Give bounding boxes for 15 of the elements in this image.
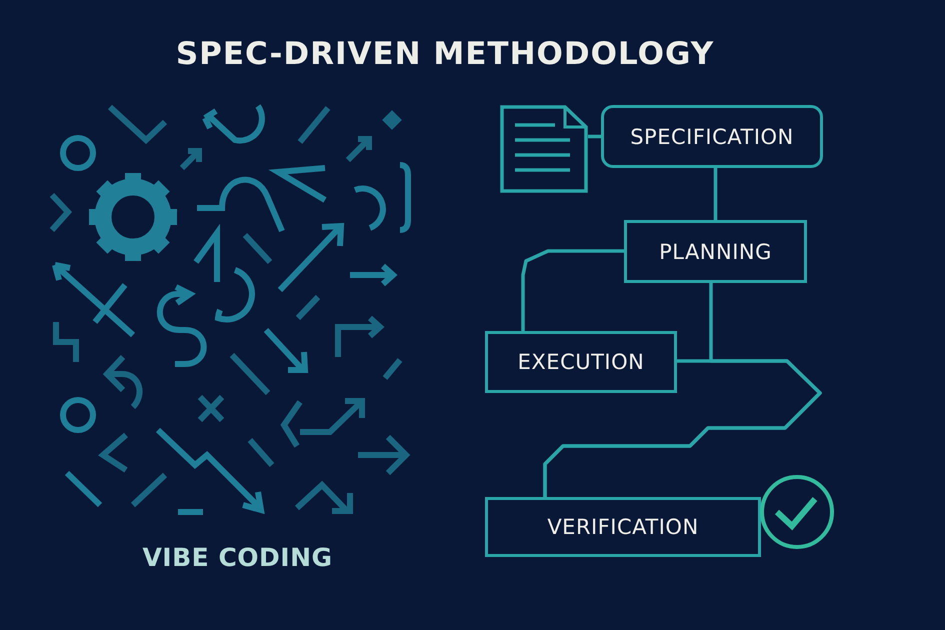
process-box [485, 497, 761, 557]
step-label: PLANNING [659, 240, 772, 264]
connector-line [521, 249, 624, 331]
step-label: VERIFICATION [547, 515, 699, 539]
title: SPEC-DRIVEN METHODOLOGY [174, 36, 716, 72]
step-label: SPECIFICATION [630, 124, 794, 148]
connector-line [543, 359, 822, 497]
connector-line [714, 168, 718, 220]
document-icon [500, 105, 588, 193]
step-label: EXECUTION [518, 350, 644, 374]
connector-line [588, 134, 601, 138]
section-label: VIBE CODING [141, 543, 334, 572]
process-box [485, 331, 677, 393]
process-box [601, 105, 823, 168]
process-box [624, 220, 807, 283]
